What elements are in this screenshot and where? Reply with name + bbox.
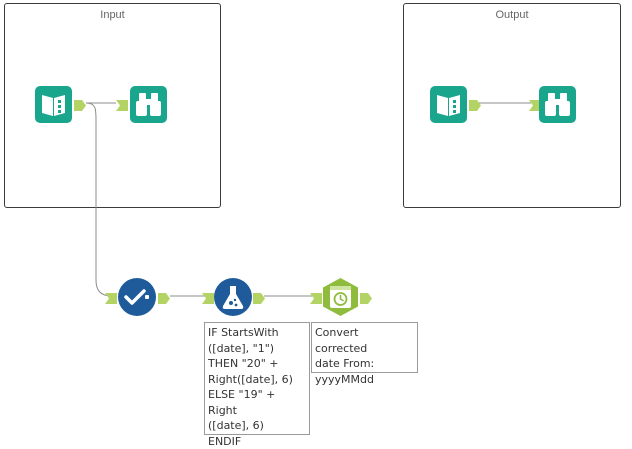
binoculars-icon — [130, 86, 167, 123]
input-data-tool[interactable] — [35, 86, 72, 123]
binoculars-icon — [539, 86, 576, 123]
output-input-data-tool[interactable] — [430, 86, 467, 123]
formula-tool[interactable] — [214, 278, 252, 316]
output-browse-tool[interactable] — [539, 86, 576, 123]
datetime-tool[interactable] — [322, 278, 359, 316]
input-data-output-anchor[interactable] — [74, 98, 86, 116]
select-tool[interactable] — [118, 278, 156, 316]
wire-input-to-select — [85, 102, 113, 297]
input-container-title: Input — [100, 9, 125, 21]
datetime-input-anchor[interactable] — [310, 291, 322, 309]
datetime-annotation: Convert corrected date From: yyyyMMdd — [311, 322, 418, 386]
browse-tool[interactable] — [130, 86, 167, 123]
book-icon — [430, 86, 467, 123]
browse-input-anchor[interactable] — [116, 98, 128, 116]
output-browse-input-anchor[interactable] — [529, 98, 541, 116]
output-container-title: Output — [495, 9, 529, 21]
datetime-output-anchor[interactable] — [360, 291, 372, 309]
flask-icon — [214, 278, 252, 316]
select-input-anchor[interactable] — [105, 291, 117, 309]
formula-input-anchor[interactable] — [202, 291, 214, 309]
output-input-data-output-anchor[interactable] — [469, 98, 481, 116]
select-output-anchor[interactable] — [158, 291, 170, 309]
formula-output-anchor[interactable] — [253, 291, 265, 309]
clock-icon — [323, 278, 358, 316]
formula-annotation: IF StartsWith ([date], "1") THEN "20" + … — [204, 322, 310, 448]
book-icon — [35, 86, 72, 123]
checkmark-icon — [118, 278, 156, 316]
